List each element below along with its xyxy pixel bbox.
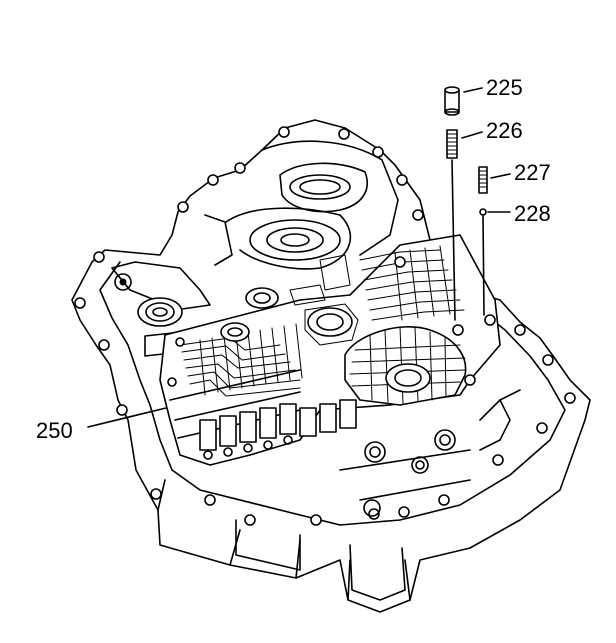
valve-body bbox=[159, 234, 521, 518]
leader-250 bbox=[87, 407, 167, 428]
leader-lines bbox=[87, 87, 511, 428]
alignment-line-226 bbox=[451, 159, 456, 321]
callout-228: 228 bbox=[514, 201, 551, 226]
callout-227: 227 bbox=[514, 160, 551, 185]
part-225-plug bbox=[444, 86, 460, 116]
part-227-spring bbox=[478, 166, 488, 194]
valve-bores bbox=[169, 369, 357, 460]
part-228-ball bbox=[479, 208, 487, 216]
callout-labels: 225 226 227 228 250 bbox=[36, 75, 551, 443]
valve-body-bolts bbox=[167, 256, 496, 474]
callout-226: 226 bbox=[486, 118, 523, 143]
bell-housing bbox=[204, 140, 399, 270]
leader-227 bbox=[490, 173, 511, 179]
alignment-line-228 bbox=[482, 215, 485, 316]
fluid-passages bbox=[179, 245, 465, 397]
leader-226 bbox=[461, 131, 483, 139]
valve-cover-grid bbox=[344, 326, 467, 406]
part-226-spring bbox=[446, 129, 458, 159]
leader-225 bbox=[463, 87, 483, 93]
callout-250: 250 bbox=[36, 418, 73, 443]
exploded-parts bbox=[444, 86, 488, 321]
flange-bolt-holes bbox=[74, 126, 576, 526]
callout-225: 225 bbox=[486, 75, 523, 100]
